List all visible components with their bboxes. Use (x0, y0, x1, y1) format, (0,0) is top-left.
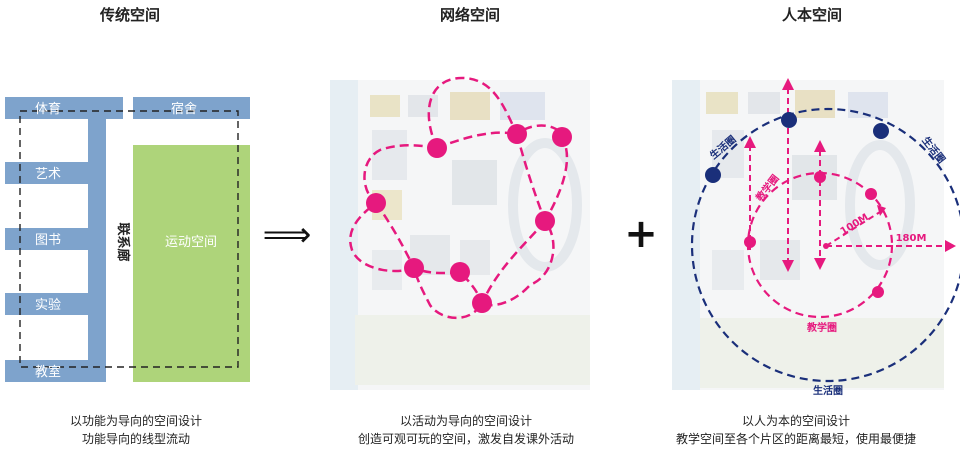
activity-node (450, 262, 470, 282)
site-bldg (370, 95, 400, 117)
site-water (330, 80, 358, 390)
label-teaching-circle-bottom: 教学圈 (806, 321, 837, 334)
activity-node (535, 211, 555, 231)
arrow-head (814, 258, 826, 270)
life-node (705, 167, 721, 183)
label-life-circle-bottom: 生活圈 (813, 384, 843, 397)
arrow-icon: ⟹ (263, 215, 312, 255)
label-art: 艺术 (35, 167, 61, 182)
label-corridor: 联系廊 (115, 222, 131, 261)
site-bldg (848, 92, 888, 118)
site-track (845, 140, 915, 270)
traditional-title: 传统空间 (99, 6, 160, 24)
life-node (781, 112, 797, 128)
arrow-head (782, 260, 794, 272)
sports-field (133, 145, 250, 382)
caption-line: 以人为本的空间设计 (741, 414, 850, 428)
human-caption: 以人为本的空间设计 教学空间至各个片区的距离最短，使用最便捷 (636, 412, 956, 448)
arrow-head (945, 240, 956, 252)
block-sports (5, 97, 123, 119)
site-bldg (706, 92, 738, 114)
arrow-head (744, 136, 756, 148)
label-lab: 实验 (35, 297, 61, 313)
caption-line: 以功能为导向的空间设计 (69, 414, 202, 428)
site-bldg (372, 130, 407, 180)
traditional-caption: 以功能为导向的空间设计 功能导向的线型流动 (0, 412, 296, 448)
life-circle (690, 107, 960, 383)
activity-node (366, 193, 386, 213)
site-green (700, 318, 944, 388)
label-sports: 体育 (35, 101, 61, 117)
site-bldg (500, 92, 545, 120)
network-panel (330, 76, 590, 390)
block-dorm (133, 97, 250, 119)
label-sports-space: 运动空间 (165, 235, 217, 250)
network-caption: 以活动为导向的空间设计 创造可观可玩的空间，激发自发课外活动 (306, 412, 626, 448)
site-bldg (408, 95, 438, 117)
site-bldg (452, 160, 497, 205)
label-library: 图书 (35, 233, 61, 248)
traditional-panel: 体育 艺术 图书 实验 教室 宿舍 运动空间 联系廊 (5, 97, 250, 382)
plus-icon: + (624, 211, 658, 257)
center-point (823, 243, 829, 249)
network-title: 网络空间 (439, 6, 500, 24)
caption-line: 功能导向的线型流动 (81, 432, 190, 446)
teaching-node (744, 236, 756, 248)
block-lab (5, 293, 106, 315)
activity-node (472, 293, 492, 313)
activity-node (507, 124, 527, 144)
teaching-node (865, 188, 877, 200)
site-bldg (795, 90, 835, 118)
label-classroom: 教室 (35, 364, 61, 380)
arrow-head (877, 205, 886, 216)
activity-node (404, 258, 424, 278)
block-library (5, 228, 106, 250)
site-green (355, 315, 590, 385)
caption-line: 教学空间至各个片区的距离最短，使用最便捷 (675, 432, 916, 446)
site-bldg (748, 92, 780, 114)
human-panel: 生活圈 生活圈 生活圈 教学圈 教学圈 100M 180M (672, 78, 960, 397)
caption-line: 以活动为导向的空间设计 (399, 414, 532, 428)
activity-node (552, 127, 572, 147)
site-bldg (450, 92, 490, 120)
radius-100-arrow (825, 211, 881, 247)
life-node (873, 123, 889, 139)
label-radius-180: 180M (896, 233, 927, 244)
network-link (515, 133, 547, 222)
teaching-node (814, 171, 826, 183)
site-water (672, 80, 700, 390)
caption-line: 创造可观可玩的空间，激发自发课外活动 (357, 432, 574, 446)
site-bldg (712, 250, 744, 290)
activity-node (427, 138, 447, 158)
block-classroom (5, 360, 106, 382)
arrow-head (782, 78, 794, 90)
network-link (480, 220, 546, 304)
block-art (5, 162, 106, 184)
site-track (508, 138, 582, 272)
human-title: 人本空间 (781, 6, 842, 24)
flow-loop (19, 110, 239, 368)
network-link (374, 202, 484, 304)
arrow-head (814, 140, 826, 152)
teaching-node (872, 286, 884, 298)
label-dorm: 宿舍 (171, 101, 197, 117)
